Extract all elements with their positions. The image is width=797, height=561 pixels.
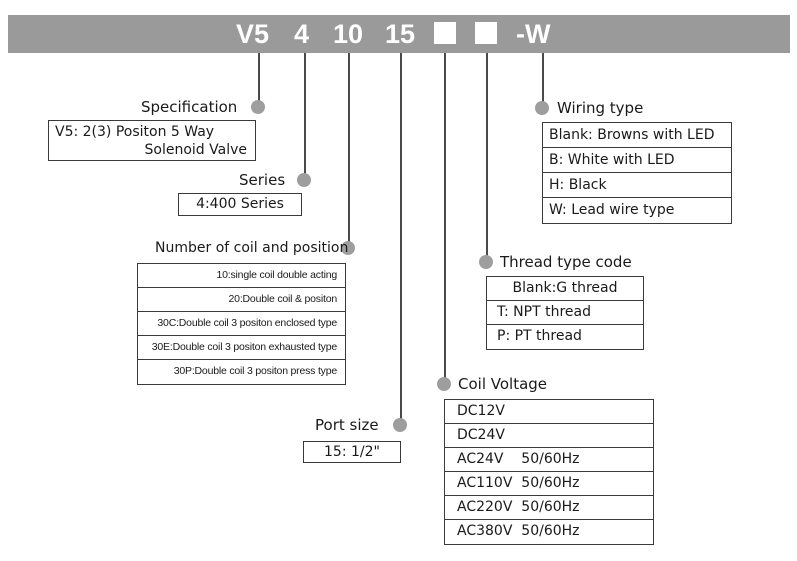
port-dot: [393, 418, 407, 432]
wiring-title: Wiring type: [557, 99, 644, 117]
list-item: H: Black: [543, 173, 731, 198]
code-voltage-placeholder: [475, 22, 497, 44]
voltage-dot: [437, 377, 451, 391]
spec-box: V5: 2(3) Positon 5 Way Solenoid Valve: [48, 120, 256, 161]
thread-table: Blank:G thread T: NPT thread P: PT threa…: [486, 276, 644, 350]
list-item: W: Lead wire type: [549, 202, 675, 218]
coil-title: Number of coil and position: [155, 240, 349, 256]
list-item: DC24V: [445, 424, 653, 448]
code-series: 4: [294, 19, 310, 49]
list-item: 10:single coil double acting: [138, 264, 345, 288]
code-coil: 10: [333, 19, 364, 49]
code-suffix: -W: [516, 19, 551, 49]
code-port: 15: [385, 19, 416, 49]
voltage-connector: [444, 53, 446, 379]
code-prefix: V5: [236, 19, 270, 49]
list-item: P: PT thread: [497, 328, 582, 344]
list-item: 20:Double coil & positon: [138, 288, 345, 312]
list-item: AC220V 50/60Hz: [445, 496, 653, 520]
series-connector: [304, 53, 306, 175]
list-item: T: NPT thread: [487, 301, 643, 325]
series-dot: [297, 173, 311, 187]
port-box: 15: 1/2": [303, 441, 401, 463]
voltage-table: DC12V DC24V AC24V 50/60Hz AC110V 50/60Hz…: [444, 399, 654, 545]
thread-dot: [479, 255, 493, 269]
spec-title: Specification: [141, 98, 238, 116]
list-item: 30C:Double coil 3 positon enclosed type: [138, 312, 345, 336]
list-item: Blank: Browns with LED: [543, 123, 731, 148]
thread-title: Thread type code: [500, 253, 632, 271]
series-title: Series: [239, 171, 286, 189]
list-item: 30E:Double coil 3 positon exhausted type: [138, 336, 345, 360]
model-code-bar: [8, 15, 790, 53]
list-item: AC24V 50/60Hz: [445, 448, 653, 472]
list-item: AC380V 50/60Hz: [457, 523, 580, 539]
spec-line1: V5: 2(3) Positon 5 Way: [55, 124, 215, 140]
list-item: AC110V 50/60Hz: [445, 472, 653, 496]
coil-connector: [348, 53, 350, 243]
list-item: Blank:G thread: [487, 277, 643, 301]
list-item: 30P:Double coil 3 positon press type: [173, 365, 337, 377]
spec-connector: [258, 53, 260, 105]
code-thread-placeholder: [434, 22, 456, 44]
port-title: Port size: [315, 416, 379, 434]
coil-position-table: 10:single coil double acting 20:Double c…: [137, 263, 346, 385]
series-box: 4:400 Series: [178, 193, 302, 216]
port-connector: [400, 53, 402, 420]
wiring-connector: [542, 53, 544, 105]
voltage-title: Coil Voltage: [458, 375, 548, 393]
list-item: B: White with LED: [543, 148, 731, 173]
wiring-dot: [535, 101, 549, 115]
spec-line2: Solenoid Valve: [144, 142, 247, 158]
coil-dot: [341, 241, 355, 255]
spec-dot: [251, 100, 265, 114]
thread-connector: [486, 53, 488, 261]
wiring-table: Blank: Browns with LED B: White with LED…: [542, 122, 732, 224]
list-item: DC12V: [445, 400, 653, 424]
